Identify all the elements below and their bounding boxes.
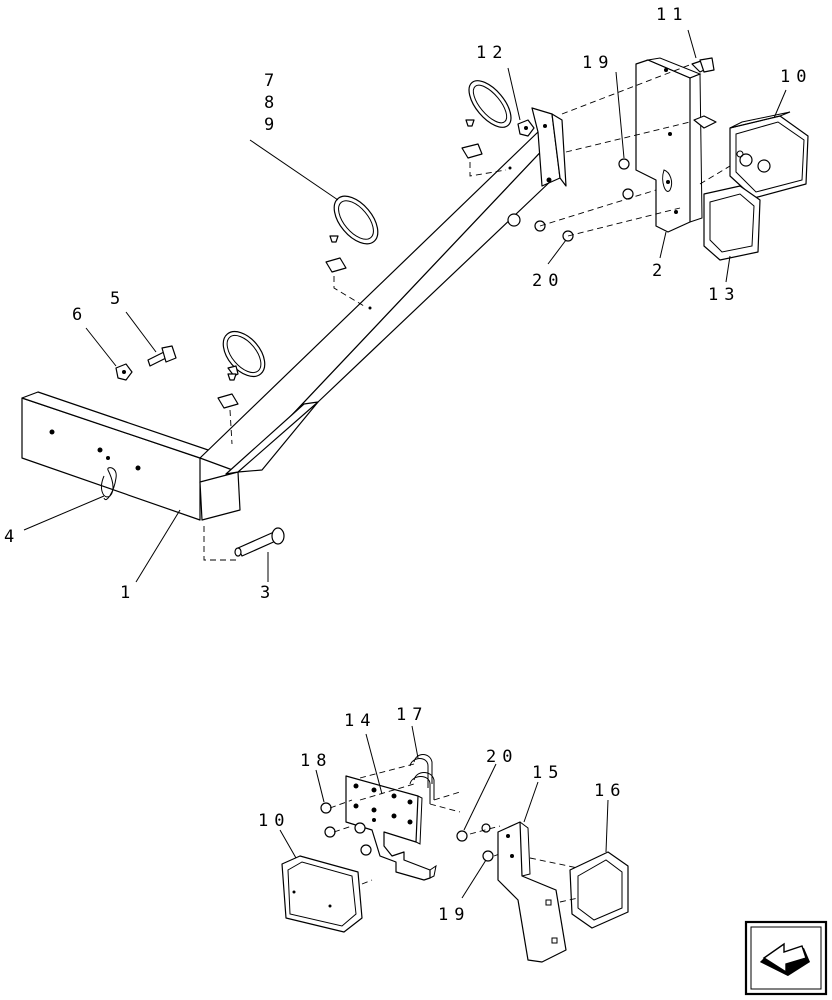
bolt-11b bbox=[693, 115, 717, 129]
nut-20-upper bbox=[507, 213, 574, 242]
hose-clamp-lower bbox=[217, 330, 266, 445]
lower-assembly bbox=[279, 725, 629, 963]
callout-5: 5 bbox=[110, 289, 126, 309]
hitch-pin bbox=[234, 527, 285, 557]
callout-15: 15 bbox=[532, 763, 564, 783]
callout-20-upper: 20 bbox=[532, 271, 564, 291]
callout-13: 13 bbox=[708, 285, 740, 305]
callout-14: 14 bbox=[344, 711, 376, 731]
upper-assembly bbox=[21, 29, 809, 583]
lamp-bracket bbox=[635, 57, 703, 233]
callout-20-lower: 20 bbox=[486, 747, 518, 767]
callout-8: 8 bbox=[264, 93, 280, 113]
main-beam bbox=[21, 107, 567, 521]
callout-16: 16 bbox=[594, 781, 626, 801]
lamp-lens-13 bbox=[703, 185, 761, 261]
mounting-plate-14 bbox=[345, 775, 437, 881]
lamp-lens-16 bbox=[529, 851, 629, 929]
hose-clamp-middle bbox=[325, 195, 379, 307]
pin-guide-line bbox=[203, 526, 236, 561]
callout-3: 3 bbox=[260, 583, 276, 603]
callout-19-lower: 19 bbox=[438, 905, 470, 925]
nuts-lower-20-19 bbox=[456, 823, 511, 862]
next-page-arrow-icon[interactable] bbox=[744, 920, 828, 996]
callout-labels: 1 2 3 4 5 6 7 8 9 10 11 12 13 19 20 10 1… bbox=[4, 5, 812, 925]
tail-lamp-10-lower bbox=[281, 855, 373, 933]
nut-12 bbox=[517, 119, 535, 137]
callout-12: 12 bbox=[476, 43, 508, 63]
bracket-15 bbox=[497, 821, 567, 963]
callout-9: 9 bbox=[264, 115, 280, 135]
callout-18: 18 bbox=[300, 751, 332, 771]
callout-2: 2 bbox=[652, 261, 668, 281]
callout-10-lower: 10 bbox=[258, 811, 290, 831]
callout-1: 1 bbox=[120, 583, 136, 603]
bolt-5 bbox=[147, 345, 177, 367]
u-bolts-17 bbox=[359, 754, 461, 813]
callout-11: 11 bbox=[656, 5, 688, 25]
callout-10-upper: 10 bbox=[780, 67, 812, 87]
tail-lamp-10-upper bbox=[729, 111, 809, 199]
callout-4: 4 bbox=[4, 527, 20, 547]
callout-17: 17 bbox=[396, 705, 428, 725]
nuts-18 bbox=[320, 799, 372, 856]
hose-clamp-upper bbox=[461, 80, 512, 177]
hair-pin-clip bbox=[101, 467, 117, 500]
nut-6 bbox=[115, 363, 133, 381]
bolt-11a bbox=[691, 57, 715, 73]
callout-6: 6 bbox=[72, 305, 88, 325]
callout-7: 7 bbox=[264, 71, 280, 91]
callout-19-upper: 19 bbox=[582, 53, 614, 73]
nut-19-upper bbox=[618, 158, 634, 200]
